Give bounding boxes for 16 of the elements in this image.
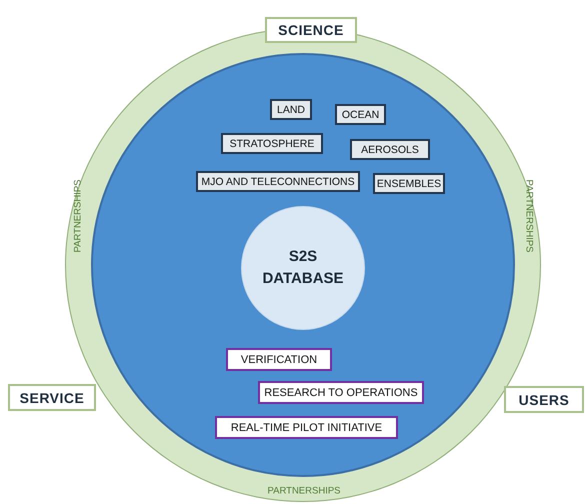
activity-box: VERIFICATION <box>226 348 332 371</box>
activity-box: REAL-TIME PILOT INITIATIVE <box>215 416 398 439</box>
ring-label: PARTNERSHIPS <box>267 486 341 496</box>
database-circle: S2S DATABASE <box>241 206 365 330</box>
topic-box: STRATOSPHERE <box>221 133 323 154</box>
activity-box: RESEARCH TO OPERATIONS <box>258 381 424 404</box>
ring-label: PARTNERSHIPS <box>72 179 84 253</box>
stakeholder-box: SERVICE <box>8 384 96 411</box>
topic-box: LAND <box>270 99 312 120</box>
topic-box: MJO AND TELECONNECTIONS <box>196 171 360 192</box>
topic-box: ENSEMBLES <box>373 173 445 194</box>
ring-label: PARTNERSHIPS <box>524 179 534 253</box>
stakeholder-box: USERS <box>504 386 584 413</box>
topic-box: AEROSOLS <box>350 139 430 160</box>
stakeholder-box: SCIENCE <box>265 17 357 43</box>
topic-box: OCEAN <box>335 104 386 125</box>
